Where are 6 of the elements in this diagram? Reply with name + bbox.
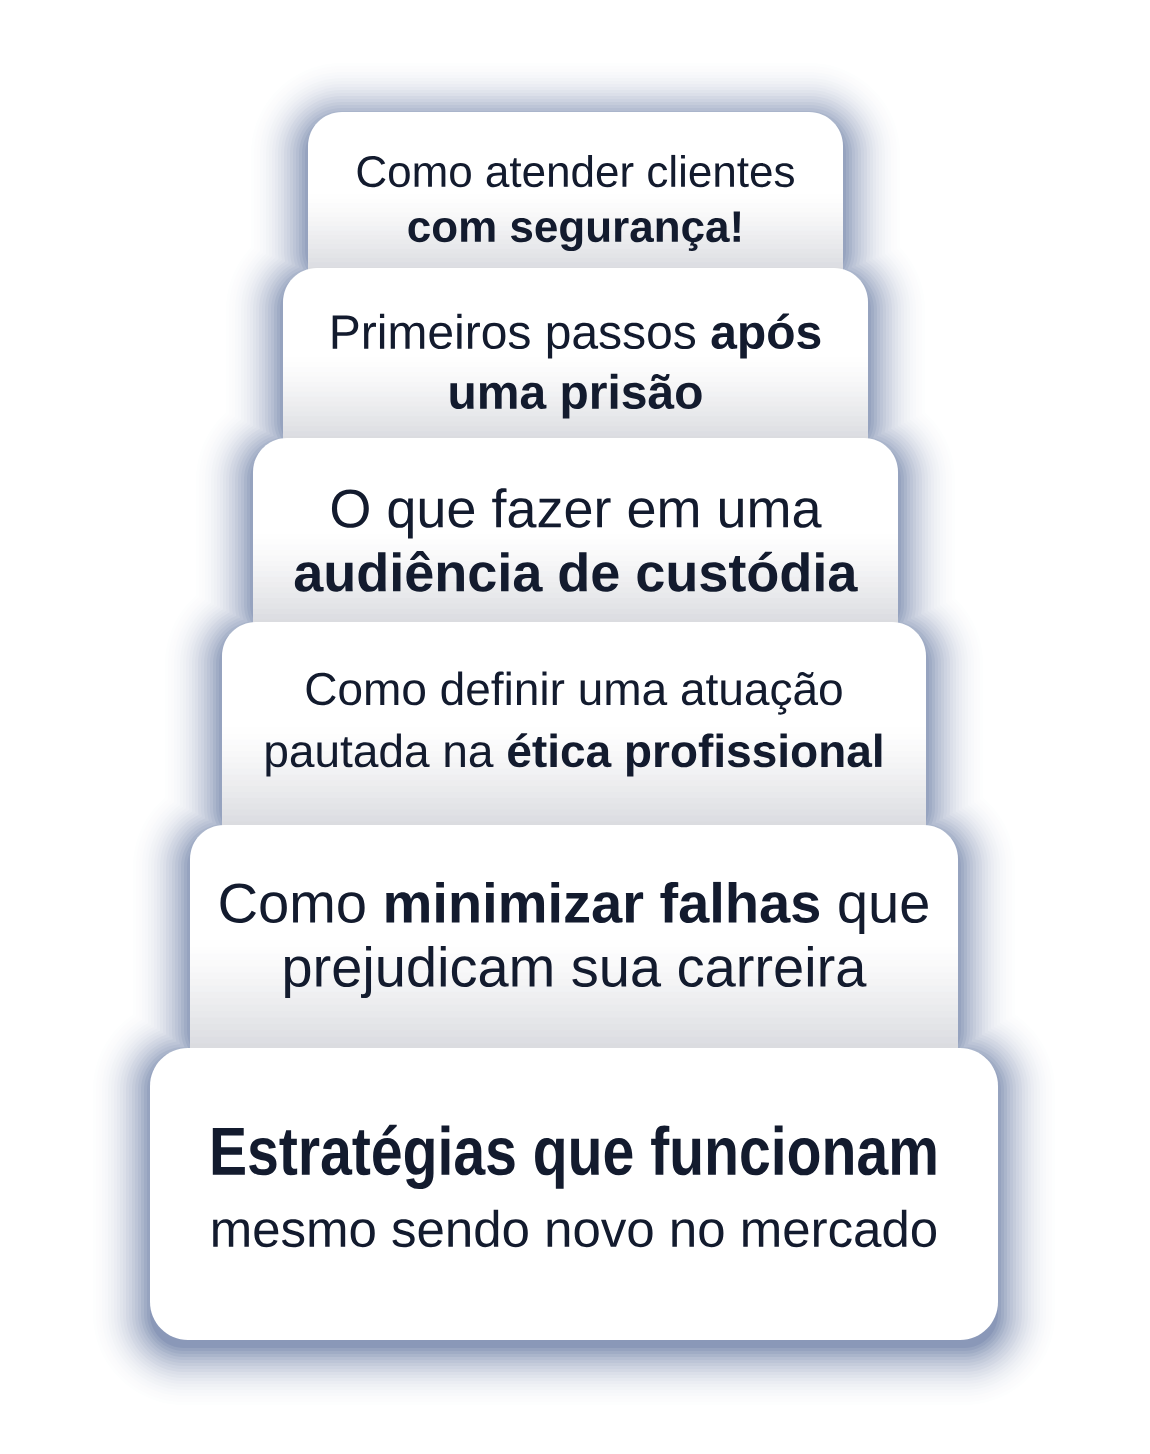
step-card: Como minimizar falhas que prejudicam sua carreira xyxy=(190,825,958,1056)
step-card: Primeiros passos após uma prisão xyxy=(283,268,868,446)
step-card: Como atender clientes com segurança! xyxy=(308,112,843,276)
step-card: Estratégias que funcionam mesmo sendo novo no mercado xyxy=(150,1048,998,1340)
step-card: Como definir uma atuação pautada na ética profissional xyxy=(222,622,926,833)
step-card: O que fazer em uma audiência de custódia xyxy=(253,438,898,630)
